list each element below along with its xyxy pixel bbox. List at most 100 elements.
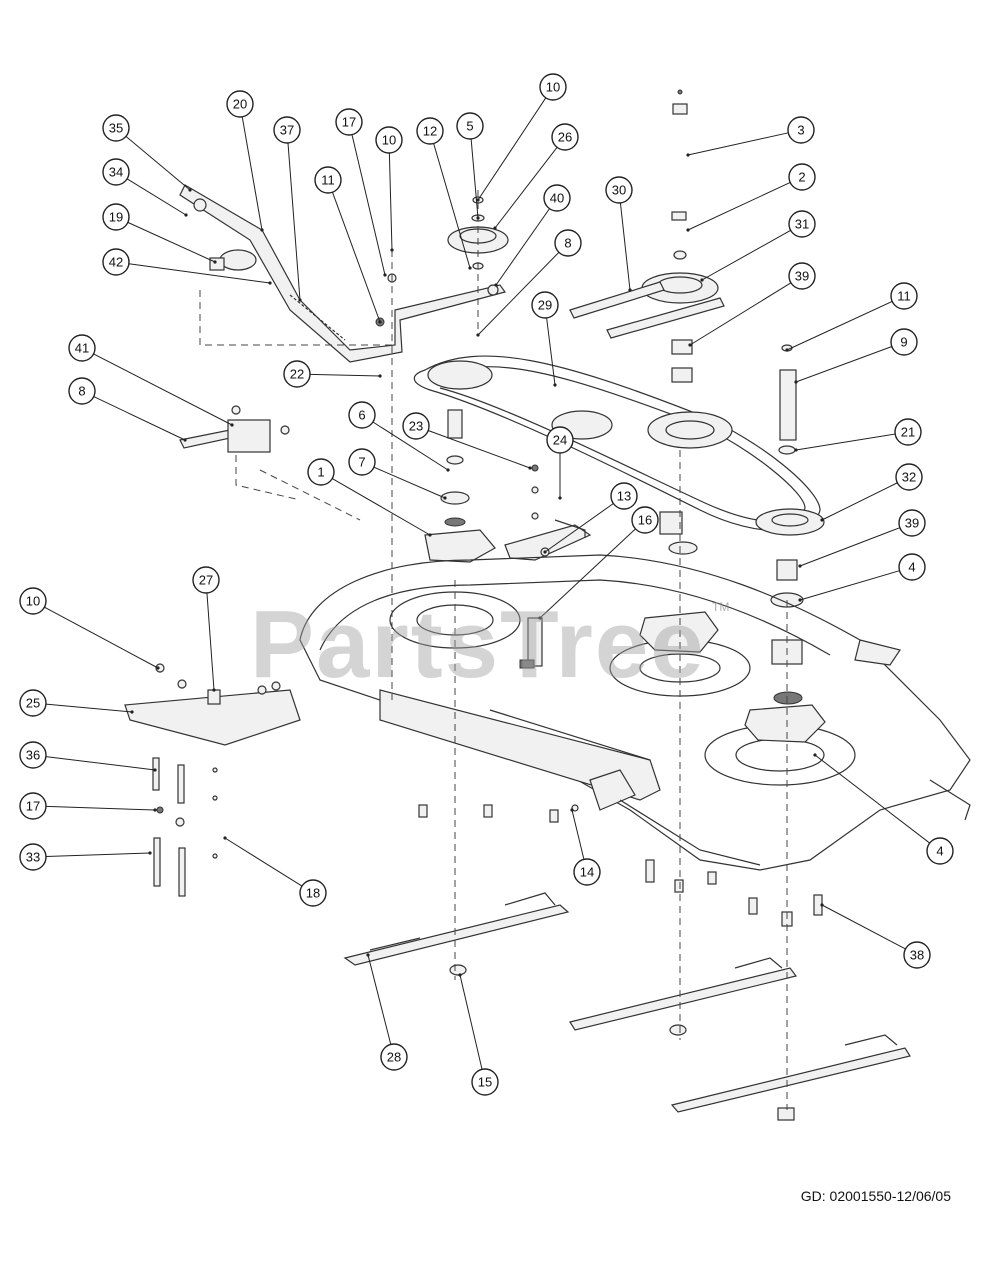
callout-leader-tip — [383, 273, 387, 277]
callout-8: 8 — [68, 377, 187, 442]
callout-number: 39 — [905, 516, 919, 531]
spindle-pulley-32 — [755, 344, 825, 665]
callout-number: 17 — [342, 115, 356, 130]
callout-circle — [898, 509, 926, 537]
drive-pulley-31 — [569, 211, 725, 383]
deck-plate-25 — [124, 663, 301, 746]
callout-leader-tip — [686, 228, 690, 232]
callout-22: 22 — [283, 360, 382, 388]
callout-42: 42 — [102, 248, 272, 285]
part-artwork — [124, 89, 971, 1121]
callout-leader-line — [799, 570, 900, 601]
callout-6: 6 — [348, 401, 450, 472]
watermark: PartsTree — [250, 591, 706, 698]
callout-leader-line — [45, 703, 133, 713]
callout-circle — [102, 203, 130, 231]
callout-28: 28 — [366, 953, 408, 1071]
callout-leader-line — [799, 527, 901, 567]
callout-leader-tip — [700, 278, 704, 282]
callout-circle — [283, 360, 311, 388]
callout-leader-line — [689, 282, 792, 346]
callout-leader-tip — [798, 564, 802, 568]
callout-leader-tip — [476, 216, 480, 220]
callout-41: 41 — [68, 334, 234, 427]
callout-leader-line — [367, 954, 392, 1045]
callout-leader-line — [786, 300, 893, 351]
callout-leader-line — [821, 482, 898, 521]
callout-number: 11 — [321, 173, 335, 188]
callout-leader-tip — [378, 374, 382, 378]
callout-number: 37 — [280, 123, 294, 138]
callout-leader-line — [433, 143, 471, 269]
callout-9: 9 — [794, 328, 918, 384]
callout-20: 20 — [226, 90, 264, 232]
callout-leader-line — [495, 208, 550, 286]
callout-leader-tip — [378, 320, 382, 324]
callout-29: 29 — [531, 291, 559, 387]
nut-top — [672, 89, 688, 115]
callout-34: 34 — [102, 158, 188, 217]
callout-number: 29 — [538, 298, 552, 313]
callout-circle — [19, 843, 47, 871]
callout-21: 21 — [794, 418, 922, 452]
callout-circle — [471, 1068, 499, 1096]
callout-leader-tip — [443, 496, 447, 500]
callout-number: 40 — [550, 191, 564, 206]
callout-leader-tip — [686, 153, 690, 157]
callout-circle — [573, 858, 601, 886]
callout-leader-tip — [494, 283, 498, 287]
callout-circle — [335, 108, 363, 136]
callout-leader-line — [701, 229, 791, 281]
callout-number: 32 — [902, 470, 916, 485]
callout-circle — [402, 412, 430, 440]
callout-40: 40 — [494, 184, 571, 287]
callout-leader-line — [287, 142, 301, 301]
callout-circle — [890, 282, 918, 310]
callout-circle — [895, 463, 923, 491]
callout-number: 26 — [558, 130, 572, 145]
callout-number: 15 — [478, 1075, 492, 1090]
callout-10: 10 — [19, 587, 160, 670]
callout-number: 39 — [795, 269, 809, 284]
callout-circle — [456, 112, 484, 140]
callout-number: 31 — [795, 217, 809, 232]
callout-number: 35 — [109, 121, 123, 136]
callout-number: 36 — [26, 748, 40, 763]
callout-number: 2 — [798, 170, 805, 185]
callout-leader-tip — [428, 533, 432, 537]
callout-19: 19 — [102, 203, 217, 264]
callout-39: 39 — [688, 262, 816, 347]
callout-leader-line — [477, 251, 560, 336]
callout-leader-tip — [230, 423, 234, 427]
callout-circle — [192, 566, 220, 594]
callout-circle — [610, 482, 638, 510]
callout-12: 12 — [416, 117, 472, 270]
callout-circle — [543, 184, 571, 212]
callout-leader-tip — [813, 753, 817, 757]
callout-leader-line — [619, 202, 631, 291]
callout-leader-line — [241, 116, 263, 231]
callout-circle — [102, 158, 130, 186]
callout-16: 16 — [538, 506, 659, 620]
mower-blades — [343, 892, 911, 1121]
callout-leader-tip — [130, 710, 134, 714]
callout-leader-tip — [153, 768, 157, 772]
callout-number: 41 — [75, 341, 89, 356]
callout-leader-line — [351, 134, 386, 276]
callout-18: 18 — [223, 836, 327, 907]
callout-circle — [348, 401, 376, 429]
callout-number: 14 — [580, 865, 594, 880]
callout-leader-tip — [528, 466, 532, 470]
callout-leader-tip — [188, 188, 192, 192]
callout-number: 5 — [466, 119, 473, 134]
callout-circle — [19, 741, 47, 769]
callout-leader-tip — [476, 198, 480, 202]
callout-31: 31 — [700, 210, 816, 282]
callout-circle — [554, 229, 582, 257]
callout-3: 3 — [686, 116, 815, 157]
callout-leader-line — [44, 606, 159, 669]
callout-leader-tip — [268, 281, 272, 285]
callout-leader-line — [372, 421, 449, 471]
